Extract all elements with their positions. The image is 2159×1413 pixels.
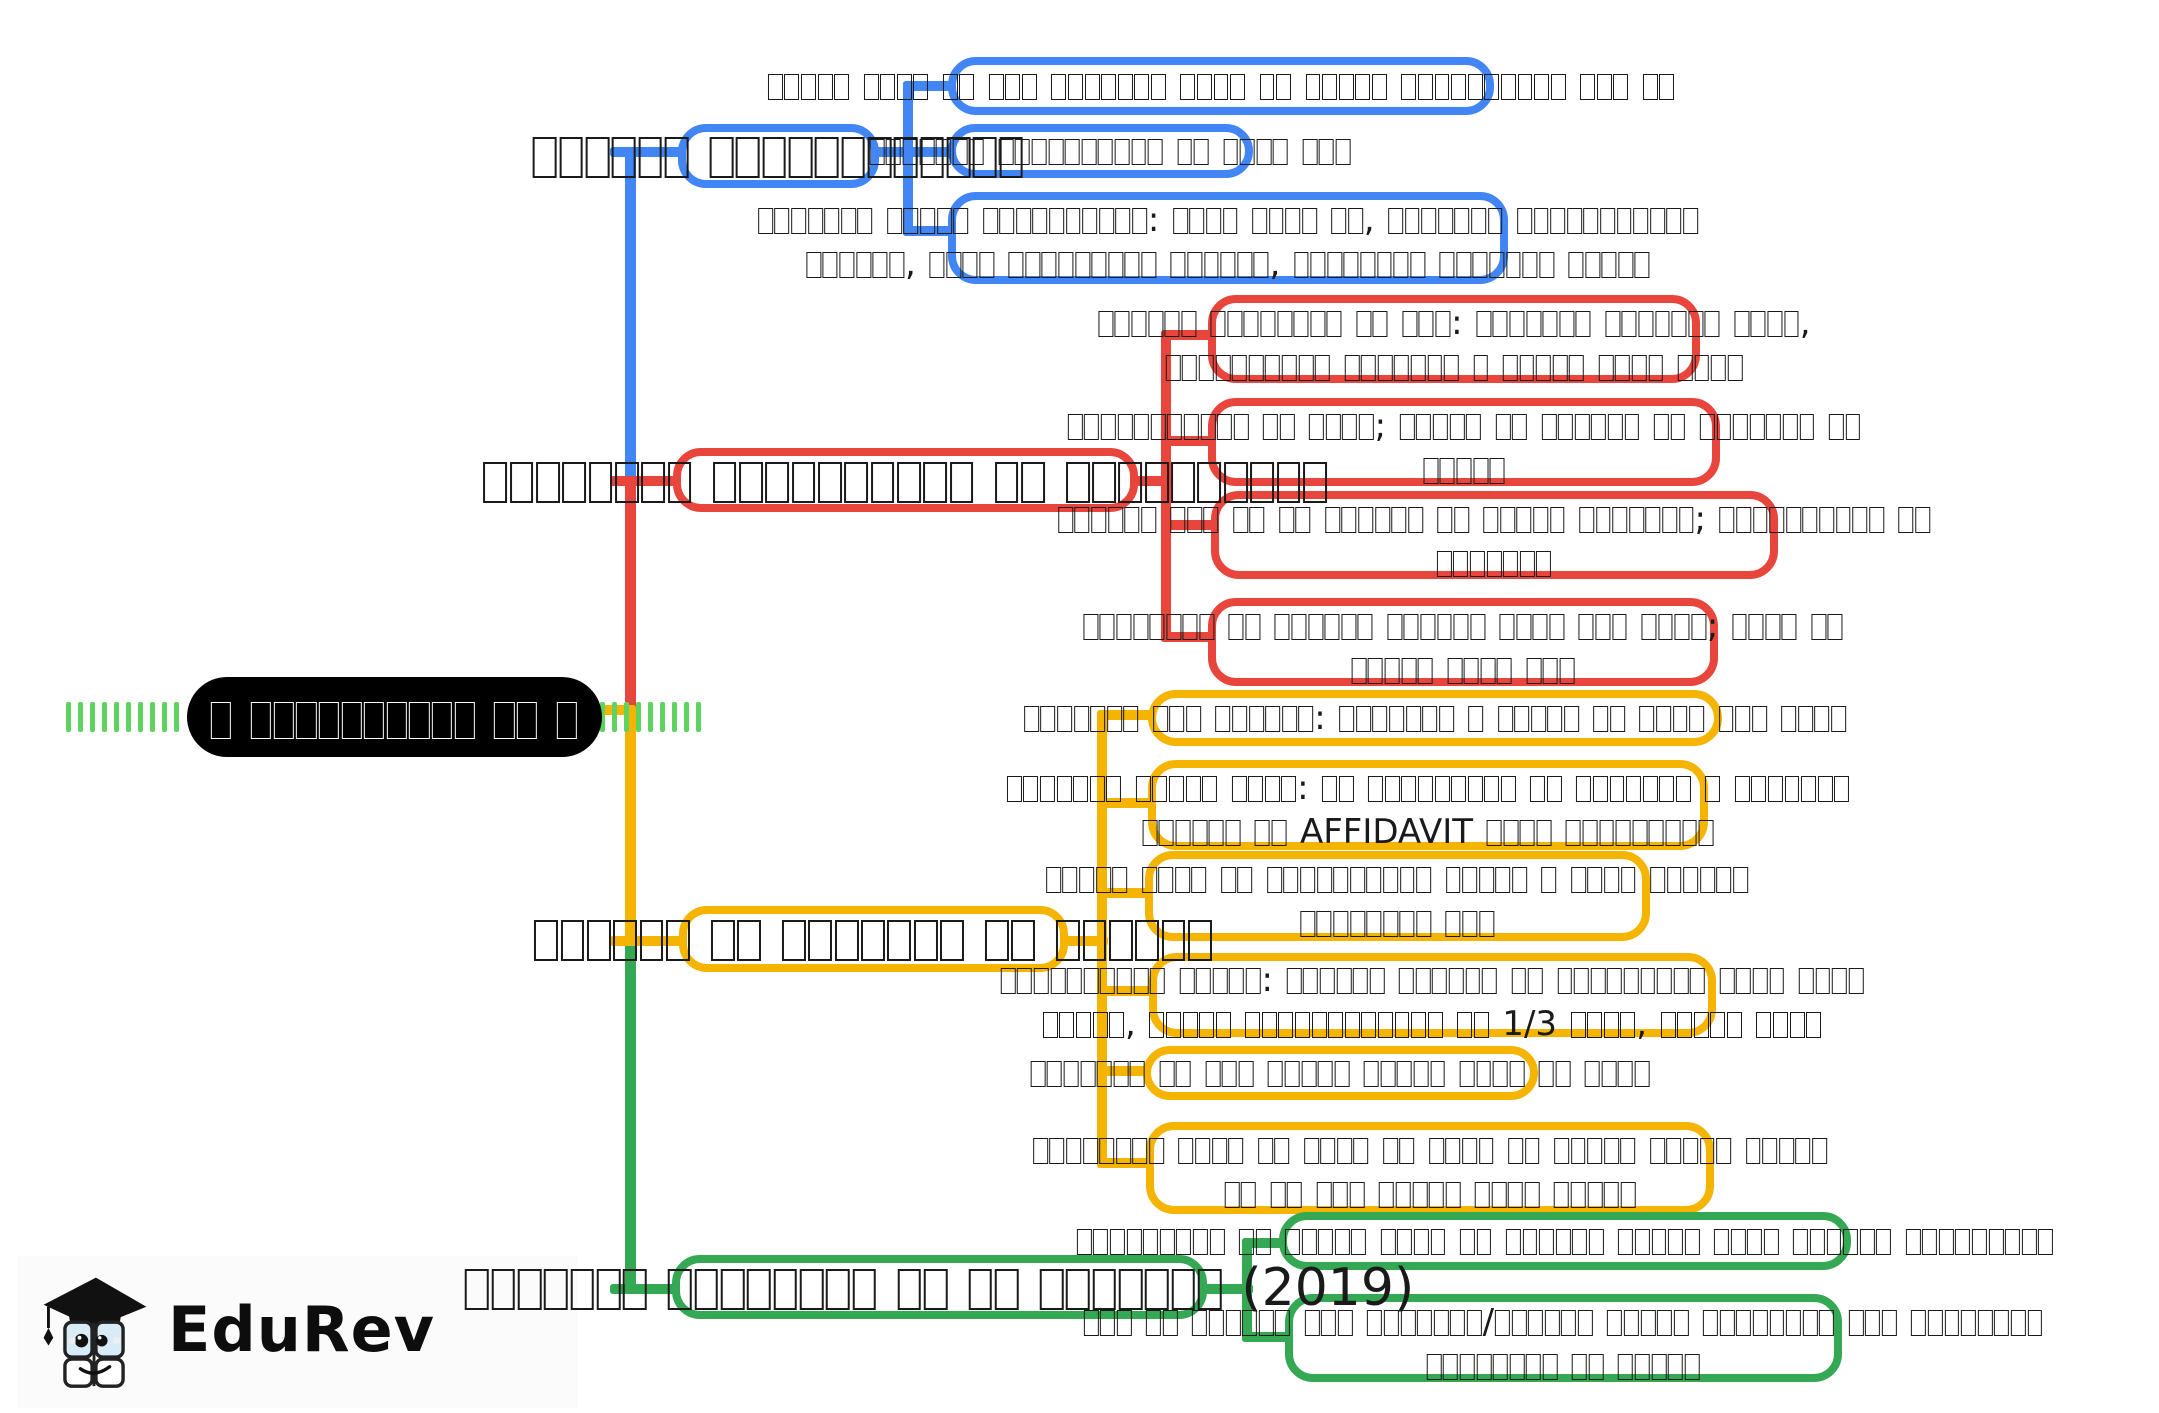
- tick-mark: [174, 702, 179, 732]
- connector-segment: [1161, 330, 1215, 340]
- branch-green-child-2-node[interactable]: [1285, 1294, 1842, 1382]
- branch-yellow-child-5-node[interactable]: [1143, 1046, 1538, 1100]
- branch-yellow-child-6-label-line1: [1032, 1133, 1828, 1167]
- branch-yellow-child-4-label-line2: , 1/3 ,: [1042, 1007, 1822, 1041]
- connector-segment: [1161, 330, 1171, 642]
- branch-yellow-child-3-label-line2: [1299, 906, 1494, 940]
- tick-mark: [114, 702, 119, 732]
- tick-mark: [102, 702, 107, 732]
- connector-segment: [1097, 798, 1155, 808]
- branch-green-child-1-label: [1076, 1224, 2054, 1258]
- branch-red-child-3-node[interactable]: [1211, 491, 1778, 579]
- tick-mark: [624, 702, 629, 732]
- tick-mark: [636, 702, 641, 732]
- tick-mark: [66, 702, 71, 732]
- connector-segment: [875, 147, 955, 157]
- tick-mark: [78, 702, 83, 732]
- connector-segment: [625, 147, 636, 483]
- branch-blue-child-3-node[interactable]: [948, 192, 1508, 284]
- branch-yellow-child-6-node[interactable]: [1146, 1122, 1714, 1214]
- edurev-mascot-icon: [43, 1277, 147, 1388]
- branch-red-parent-label: [482, 455, 1328, 507]
- right-tick-marks: [600, 702, 701, 732]
- tick-mark: [612, 702, 617, 732]
- connector-segment: [610, 1284, 676, 1294]
- branch-yellow-child-1-node[interactable]: [1148, 690, 1722, 746]
- branch-yellow-child-4-node[interactable]: [1149, 953, 1716, 1037]
- tick-mark: [600, 702, 605, 732]
- connector-segment: [1064, 936, 1108, 946]
- central-topic-node[interactable]: [187, 677, 602, 757]
- central-topic-label: [210, 694, 578, 742]
- tick-mark: [696, 702, 701, 732]
- branch-red-child-2-node[interactable]: [1208, 398, 1720, 486]
- connector-segment: [610, 936, 684, 946]
- connector-segment: [625, 478, 636, 717]
- branch-blue-child-1-label: [767, 69, 1675, 103]
- branch-yellow-child-1-label: :: [1023, 701, 1847, 735]
- tick-mark: [648, 702, 653, 732]
- connector-segment: [1203, 1284, 1253, 1294]
- branch-yellow-child-2-node[interactable]: [1148, 760, 1708, 850]
- branch-blue-child-1-node[interactable]: [948, 57, 1494, 115]
- connector-segment: [1242, 1238, 1286, 1248]
- connector-segment: [625, 940, 636, 1290]
- branch-red-child-2-label-line1: ;: [1067, 409, 1861, 443]
- left-tick-marks: [66, 702, 179, 732]
- branch-green-child-2-label-line2: [1426, 1349, 1701, 1383]
- branch-green-child-1-node[interactable]: [1279, 1212, 1851, 1270]
- connector-segment: [1161, 632, 1215, 642]
- connector-segment: [1097, 1066, 1149, 1076]
- branch-green-child-2-label-line1: /: [1083, 1305, 2043, 1339]
- branch-blue-child-3-label-line1: : ,: [757, 203, 1699, 237]
- connector-segment: [1097, 710, 1107, 1168]
- branch-yellow-child-4-label-line1: :: [1000, 963, 1864, 997]
- connector-segment: [1134, 476, 1172, 486]
- tick-mark: [138, 702, 143, 732]
- connector-segment: [1161, 520, 1217, 530]
- branch-blue-child-3-label-line2: , ,: [805, 247, 1650, 281]
- connector-segment: [903, 81, 913, 236]
- connector-segment: [1097, 1158, 1153, 1168]
- tick-mark: [162, 702, 167, 732]
- connector-segment: [610, 147, 682, 157]
- branch-blue-parent-label: [532, 130, 1025, 182]
- branch-yellow-child-5-label: [1030, 1056, 1651, 1090]
- tick-mark: [150, 702, 155, 732]
- branch-red-child-2-label-line2: [1423, 453, 1506, 487]
- branch-red-child-4-label-line2: [1351, 653, 1576, 687]
- tick-mark: [684, 702, 689, 732]
- branch-yellow-parent-label: [533, 913, 1213, 965]
- edurev-logo-text: EduRev: [168, 1292, 436, 1366]
- connector-segment: [1161, 436, 1215, 446]
- connector-segment: [903, 226, 953, 236]
- branch-green-parent-label: (2019): [464, 1262, 1414, 1314]
- branch-red-child-4-node[interactable]: [1208, 598, 1718, 686]
- tick-mark: [672, 702, 677, 732]
- connector-segment: [1242, 1238, 1252, 1342]
- tick-mark: [660, 702, 665, 732]
- branch-red-child-4-label-line1: ;: [1082, 609, 1843, 643]
- tick-mark: [126, 702, 131, 732]
- connector-segment: [1097, 986, 1155, 996]
- connector-segment: [1242, 1332, 1292, 1342]
- branch-red-child-1-label-line2: [1165, 350, 1743, 384]
- connector-segment: [610, 476, 678, 486]
- edurev-logo: EduRev: [34, 1266, 435, 1392]
- branch-yellow-child-2-label-line1: :: [1006, 771, 1850, 805]
- branch-red-child-1-node[interactable]: [1208, 295, 1700, 383]
- connector-segment: [1097, 710, 1155, 720]
- branch-red-child-1-label-line1: : ,: [1097, 306, 1811, 340]
- branch-yellow-child-6-label-line2: [1224, 1177, 1637, 1211]
- branch-red-child-3-label-line2: [1436, 546, 1552, 580]
- branch-blue-child-2-label: [869, 134, 1352, 168]
- branch-yellow-child-3-label-line1: [1045, 862, 1749, 896]
- branch-yellow-child-2-label-line2: AFFIDAVIT: [1142, 815, 1715, 849]
- tick-mark: [90, 702, 95, 732]
- connector-segment: [625, 710, 636, 946]
- branch-red-child-3-label-line1: ;: [1057, 502, 1930, 536]
